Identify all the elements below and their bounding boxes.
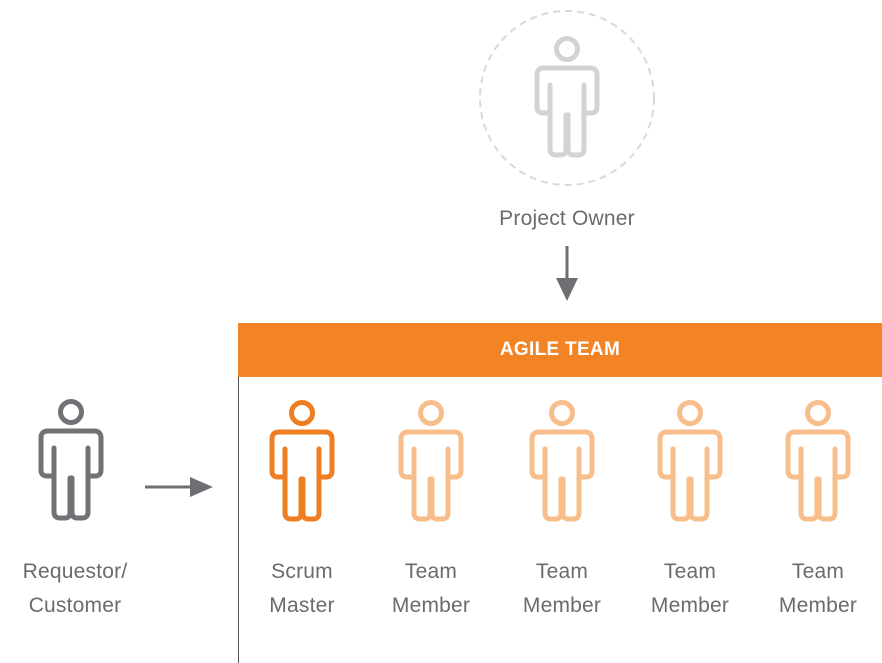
- requestor-label-line2: Customer: [28, 594, 122, 617]
- project-owner-person-icon: [537, 39, 597, 156]
- project-owner-dashed-circle: [479, 10, 655, 186]
- member-label-line1: Team: [791, 560, 845, 583]
- member-label-line2: Member: [778, 594, 858, 617]
- diagram-canvas: [0, 10, 882, 645]
- agile-team-header: AGILE TEAM: [238, 323, 882, 377]
- member-label-line2: Member: [650, 594, 730, 617]
- arrow-right-icon: [145, 477, 213, 497]
- project-owner-label: Project Owner: [499, 207, 635, 230]
- member-label-line1: Team: [404, 560, 458, 583]
- team-member-2-label: Team Member: [512, 555, 612, 623]
- requestor-label-line1: Requestor/: [22, 560, 128, 583]
- member-label-line1: Scrum: [271, 560, 333, 583]
- arrow-down-icon: [556, 246, 578, 301]
- scrum-master-label: Scrum Master: [252, 555, 352, 623]
- team-member-1-label: Team Member: [381, 555, 481, 623]
- team-member-3-label: Team Member: [640, 555, 740, 623]
- member-label-line1: Team: [535, 560, 589, 583]
- member-label-line2: Member: [391, 594, 471, 617]
- member-label-line2: Member: [522, 594, 602, 617]
- requestor-person-icon: [41, 402, 101, 519]
- requestor-label: Requestor/ Customer: [0, 555, 150, 623]
- member-label-line2: Master: [269, 594, 335, 617]
- team-member-4-label: Team Member: [768, 555, 868, 623]
- member-label-line1: Team: [663, 560, 717, 583]
